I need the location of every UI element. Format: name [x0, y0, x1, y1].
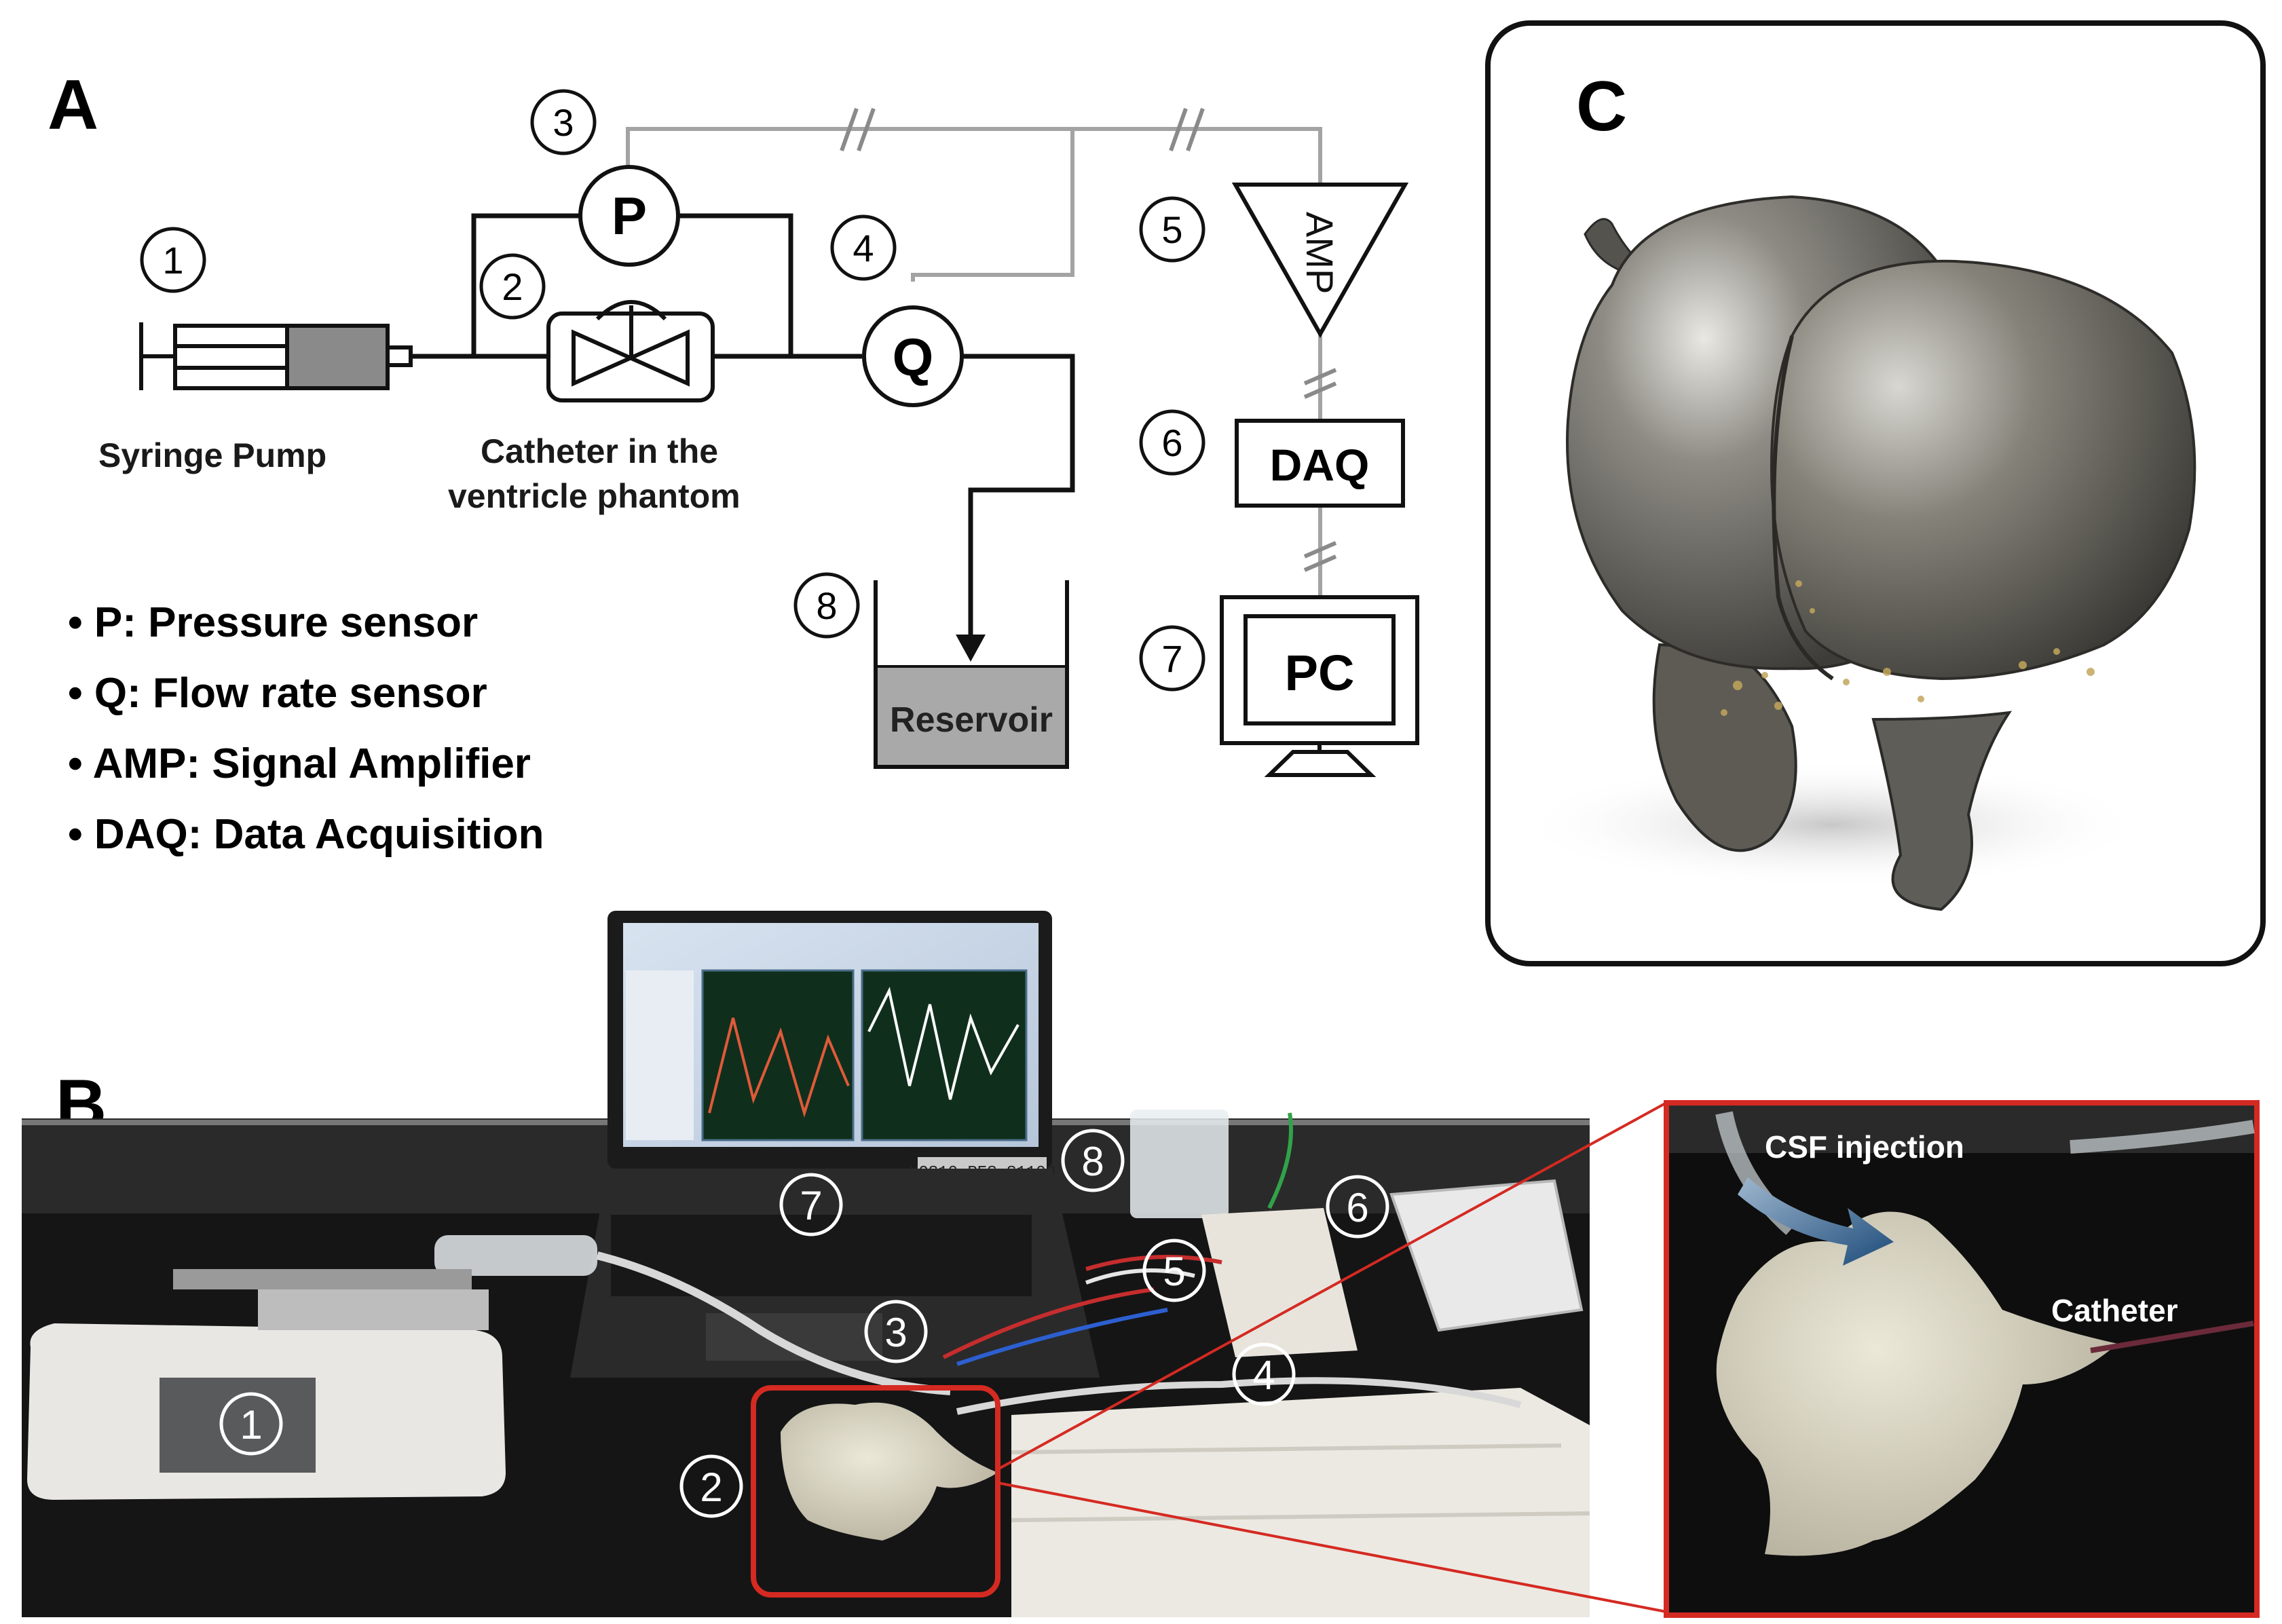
panel-b: B MOS10-RES-S1100 [22, 911, 2260, 1618]
amplifier-symbol: AMP [1298, 212, 1341, 294]
panel-c-label: C [1576, 67, 1627, 146]
pressure-sensor-symbol: P [612, 186, 647, 246]
ventricle-phantom [781, 1402, 998, 1541]
fluid-lines [411, 213, 1075, 638]
model-shadow [1514, 760, 2152, 889]
flow-sensor-icon [862, 305, 964, 407]
inset-injection-label: CSF injection [1765, 1129, 1964, 1165]
schematic-number-1: 1 [162, 239, 183, 282]
phantom-inset-photo: CSF injection Catheter [1664, 1100, 2260, 1618]
schematic-number-8: 8 [816, 584, 837, 627]
pc-icon [1220, 595, 1419, 777]
schematic-number-7: 7 [1161, 637, 1182, 680]
pc-label: PC [1285, 645, 1355, 701]
photo-number-3: 3 [884, 1310, 907, 1355]
daq-box [1235, 419, 1405, 508]
panel-a-label: A [48, 66, 98, 145]
photo-number-5: 5 [1163, 1249, 1185, 1294]
schematic-number-6: 6 [1161, 421, 1182, 464]
catheter-label-line2: ventricle phantom [448, 477, 741, 515]
reservoir-icon [874, 580, 1069, 769]
syringe-pump-icon [139, 322, 413, 390]
legend-item-amp: • AMP: Signal Amplifier [68, 740, 531, 787]
photo-number-8: 8 [1081, 1139, 1104, 1184]
legend-item-daq: • DAQ: Data Acquisition [68, 811, 544, 858]
syringe-pump-label: Syringe Pump [98, 436, 326, 474]
schematic-number-4: 4 [853, 227, 874, 269]
break-marks [840, 107, 1337, 572]
pressure-sensor-icon [578, 165, 680, 267]
injection-arrow-icon [1738, 1177, 1894, 1266]
legend-item-pressure: • P: Pressure sensor [68, 599, 478, 646]
schematic-number-5: 5 [1161, 208, 1182, 251]
photo-number-6: 6 [1346, 1185, 1368, 1230]
daq-label: DAQ [1270, 440, 1370, 490]
panel-c: C [1485, 20, 2266, 966]
experimental-setup-photo: MOS10-RES-S1100 [22, 911, 1667, 1617]
signal-lines [626, 127, 1322, 597]
schematic-number-2: 2 [502, 265, 523, 308]
photo-number-4: 4 [1252, 1353, 1275, 1398]
flow-sensor-symbol: Q [893, 327, 934, 387]
reservoir-label: Reservoir [890, 700, 1053, 740]
ventricle-3d-model [1566, 195, 2196, 911]
beaker [1130, 1110, 1229, 1218]
schematic-number-3: 3 [553, 101, 574, 144]
flow-arrowhead [956, 635, 986, 662]
photo-number-1: 1 [240, 1402, 262, 1448]
phantom-highlight-box [751, 1385, 1000, 1598]
schematic-numbers [140, 89, 1205, 692]
daq-device [1389, 1179, 1584, 1332]
inset-phantom [1716, 1211, 2118, 1556]
breadboard [1201, 1208, 1358, 1357]
legend-item-flow: • Q: Flow rate sensor [68, 670, 487, 717]
catheter-valve-icon [546, 300, 715, 402]
catheter-label-line1: Catheter in the [481, 432, 718, 470]
panel-a: A [48, 66, 1419, 858]
photo-number-2: 2 [700, 1465, 722, 1510]
photo-number-7: 7 [800, 1183, 822, 1228]
inset-catheter-label: Catheter [2051, 1293, 2178, 1328]
amplifier-icon [1231, 183, 1409, 339]
